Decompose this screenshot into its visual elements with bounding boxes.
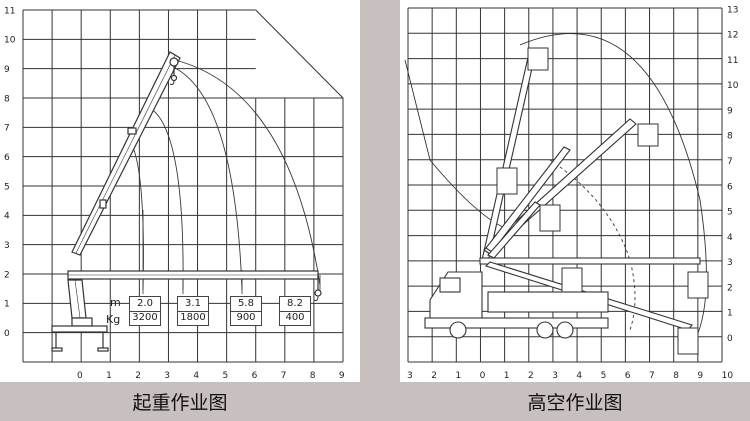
y-tick-label: 5 — [727, 208, 733, 218]
x-tick-label: 0 — [480, 371, 486, 381]
lifting-envelope-outer — [174, 59, 321, 286]
y-tick-label: 6 — [4, 153, 10, 163]
load-weight: 3200 — [132, 312, 158, 323]
grid-line — [255, 9, 344, 99]
y-tick-label: 7 — [4, 124, 10, 134]
y-tick-label: 10 — [4, 36, 16, 46]
y-tick-label: 3 — [4, 241, 10, 251]
y-tick-label: 3 — [727, 258, 733, 268]
x-tick-label: 3 — [552, 371, 558, 381]
lifting-envelope-20 — [127, 137, 144, 291]
y-tick-label: 4 — [4, 212, 10, 222]
y-tick-label: 0 — [727, 334, 733, 344]
load-weight: 1800 — [180, 312, 206, 323]
x-tick-label: 2 — [528, 371, 534, 381]
lifting-envelope-58 — [174, 67, 243, 291]
x-tick-label: 8 — [310, 371, 316, 381]
y-tick-label: 9 — [727, 106, 733, 116]
raised-boom — [71, 51, 181, 256]
x-tick-label: 2 — [135, 371, 141, 381]
y-tick-label: 11 — [727, 56, 738, 66]
y-tick-label: 11 — [4, 6, 15, 16]
load-radius: 8.2 — [280, 297, 310, 312]
y-tick-label: 9 — [4, 65, 10, 75]
y-tick-label: 2 — [727, 283, 733, 293]
truck-body — [424, 271, 609, 339]
y-tick-label: 6 — [727, 182, 733, 192]
load-box-20: 2.0 3200 — [129, 296, 161, 326]
x-tick-label: 10 — [722, 371, 734, 381]
x-tick-label: 7 — [649, 371, 655, 381]
load-radius: 3.1 — [178, 297, 208, 312]
lifting-drop-lines — [142, 210, 321, 294]
x-tick-label: 5 — [601, 371, 607, 381]
x-tick-label: 7 — [281, 371, 287, 381]
y-tick-label: 8 — [4, 94, 10, 104]
x-tick-label: 4 — [576, 371, 582, 381]
load-box-82: 8.2 400 — [279, 296, 311, 326]
load-weight: 900 — [236, 312, 256, 323]
lifting-y-tick-labels: 0 1 2 3 4 5 6 7 8 9 10 11 — [4, 6, 16, 339]
y-tick-label: 1 — [727, 309, 733, 319]
y-tick-label: 2 — [4, 270, 10, 280]
x-tick-label: 1 — [106, 371, 112, 381]
x-tick-label: 6 — [252, 371, 258, 381]
load-box-58: 5.8 900 — [230, 296, 262, 326]
x-tick-label: 1 — [455, 371, 461, 381]
horizontal-boom — [67, 270, 322, 297]
y-tick-label: 4 — [727, 233, 733, 243]
hook-icons — [169, 79, 319, 301]
lifting-x-tick-labels: 0 1 2 3 4 5 6 7 8 9 — [77, 371, 345, 381]
aerial-y-tick-labels: 01234567891011121314 — [727, 5, 739, 344]
y-tick-label: 0 — [4, 329, 10, 339]
load-radius: 5.8 — [231, 297, 261, 312]
y-tick-label: 12 — [727, 31, 738, 41]
unit-kg-label: Kg — [106, 313, 121, 326]
y-tick-label: 13 — [727, 5, 738, 15]
x-tick-label: 9 — [697, 371, 703, 381]
lifting-envelope-31 — [149, 107, 184, 291]
aerial-baskets — [496, 47, 709, 355]
lifting-diagram-panel: 0 1 2 3 4 5 6 7 8 9 10 11 0 1 2 3 4 5 6 7 8 9 — [0, 0, 360, 382]
lifting-caption: 起重作业图 — [132, 392, 228, 414]
x-tick-label: 4 — [193, 371, 199, 381]
crane-column — [51, 279, 109, 352]
x-tick-label: 8 — [673, 371, 679, 381]
x-tick-label: 1 — [504, 371, 510, 381]
x-tick-label: 5 — [223, 371, 229, 381]
load-box-31: 3.1 1800 — [177, 296, 209, 326]
x-tick-label: 3 — [164, 371, 170, 381]
aerial-caption: 高空作业图 — [527, 392, 623, 414]
x-tick-label: 2 — [431, 371, 437, 381]
aerial-booms — [479, 52, 701, 331]
y-tick-label: 1 — [4, 300, 10, 310]
x-tick-label: 3 — [407, 371, 413, 381]
y-tick-label: 5 — [4, 182, 10, 192]
load-weight: 400 — [285, 312, 305, 323]
unit-m-label: m — [110, 296, 121, 309]
load-radius: 2.0 — [130, 297, 160, 312]
x-tick-label: 6 — [625, 371, 631, 381]
y-tick-label: 7 — [727, 157, 733, 167]
y-tick-label: 10 — [727, 81, 739, 91]
y-tick-label: 8 — [727, 132, 733, 142]
x-tick-label: 0 — [77, 371, 83, 381]
x-tick-label: 9 — [339, 371, 345, 381]
